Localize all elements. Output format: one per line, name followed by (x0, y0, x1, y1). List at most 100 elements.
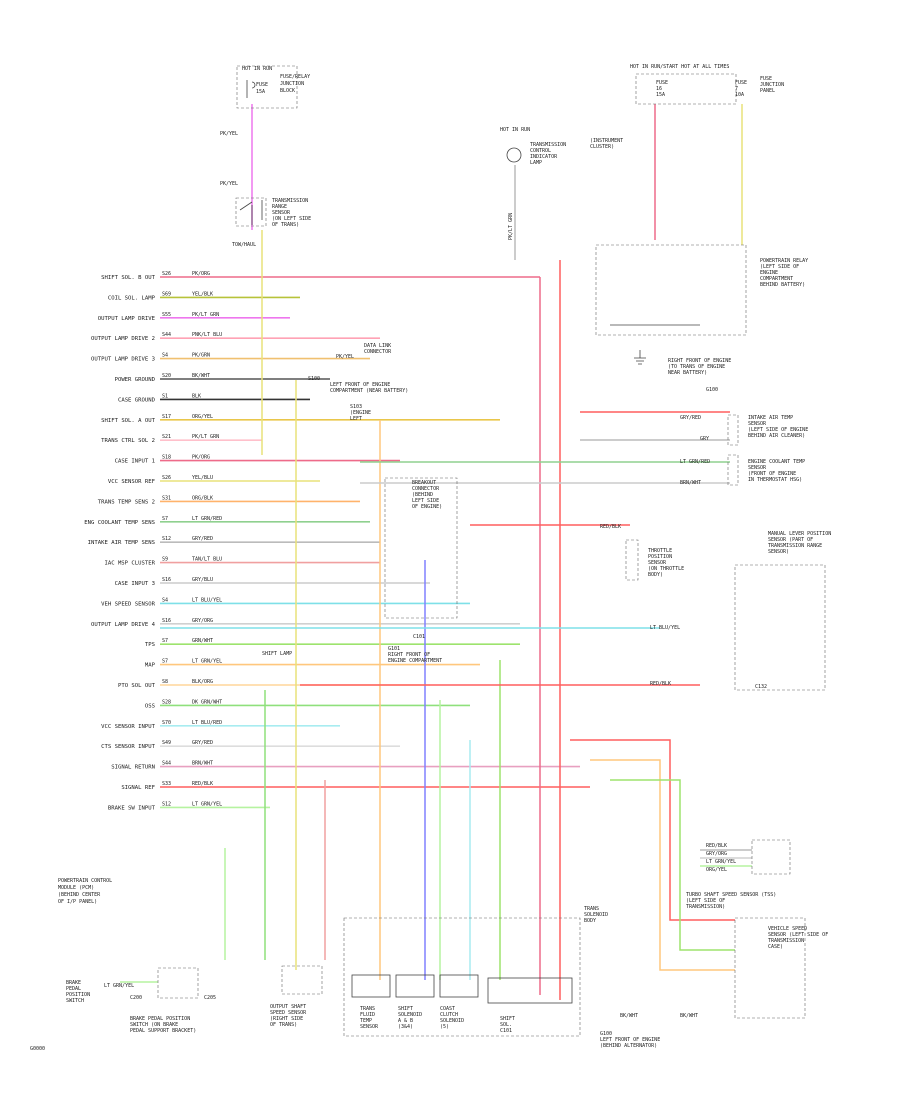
brake-code-2: C205 (204, 995, 216, 1001)
box1-2: FLUID (360, 1012, 375, 1018)
fuse-block-label-1: FUSE/RELAY (280, 74, 310, 80)
powertrain-relay-box (595, 244, 747, 336)
pcm-pin-number: S55 (162, 312, 171, 318)
tps-connector (625, 539, 639, 581)
ground-label-3: NEAR BATTERY) (668, 370, 707, 376)
fuse-a-name: FUSE (656, 80, 668, 86)
iat-1: INTAKE AIR TEMP (748, 415, 793, 421)
box1-4: SENSOR (360, 1024, 379, 1030)
pcm-pin-label: CASE INPUT 1 (115, 459, 155, 465)
range-sensor-label-1: TRANSMISSION (272, 198, 308, 204)
wire-lt-grn-red: LT GRN/RED (680, 459, 710, 465)
data-link-1: DATA LINK (364, 343, 391, 349)
wire-segment (610, 779, 735, 951)
relay-label-3: ENGINE (760, 270, 778, 276)
pcm-pin-label: SHIFT SOL. A OUT (101, 418, 156, 424)
pcm-pin-wire-color: DK GRN/WHT (192, 699, 222, 705)
pcm-pin-label: OUTPUT LAMP DRIVE 4 (91, 622, 156, 628)
wire-layer (120, 104, 752, 1000)
tps-wire: RED/BLK (600, 524, 621, 530)
fuse-panel-label-2: JUNCTION (760, 82, 784, 88)
wire-segment (570, 739, 735, 921)
pcm-pin-wire-color: LT GRN/YEL (192, 659, 222, 665)
tow-haul-label: TOW/HAUL (232, 242, 256, 248)
indicator-hot-label: HOT IN RUN (500, 127, 530, 133)
pcm-pin-wire-color: GRY/RED (192, 740, 213, 746)
s103-2: (ENGINE (350, 410, 371, 416)
shift-pressure-box (487, 977, 573, 1004)
g100-2: LEFT FRONT OF ENGINE (600, 1037, 660, 1043)
box4-3: C101 (500, 1028, 512, 1034)
ground-label-2: (TO TRANS OF ENGINE (668, 364, 725, 370)
tps-2: POSITION (648, 554, 672, 560)
fuse-a-rating: 15A (656, 92, 665, 98)
iat-3: (LEFT SIDE OF ENGINE (748, 427, 808, 433)
wire-lt-blu-yel: LT BLU/YEL (650, 625, 680, 631)
indicator-sub-1: (INSTRUMENT (590, 138, 623, 144)
tss-wire-2: GRY/ORG (706, 851, 727, 857)
pcm-pin-label: VCC SENSOR REF (108, 479, 156, 485)
brake-label-3: POSITION (66, 992, 90, 998)
c101-label: C101 (413, 634, 425, 640)
oss-box (281, 965, 323, 995)
pcm-pin-label: TRANS CTRL SOL 2 (101, 438, 155, 444)
pcm-pin-label: VCC SENSOR INPUT (101, 724, 156, 730)
pcm-pin-number: S4 (162, 597, 168, 603)
pcm-pin-number: S18 (162, 455, 171, 461)
pcm-pin-wire-color: BLK/ORG (192, 679, 213, 685)
pcm-pin-label: CTS SENSOR INPUT (101, 744, 156, 750)
pcm-pin-label: CASE GROUND (118, 397, 156, 403)
pcm-pin-number: S7 (162, 659, 168, 665)
pcm-pin-label: BRAKE SW INPUT (108, 805, 156, 811)
relay-label-4: COMPARTMENT (760, 276, 793, 282)
pcm-title-line-3: (BEHIND CENTER (58, 892, 101, 898)
g100-3: (BEHIND ALTERNATOR) (600, 1043, 657, 1049)
pcm-pin-number: S44 (162, 761, 171, 767)
trans-conn-2: SOLENOID (584, 912, 608, 918)
indicator-lamp-group: HOT IN RUN TRANSMISSION CONTROL INDICATO… (500, 127, 623, 240)
oss-1: OUTPUT SHAFT (270, 1004, 306, 1010)
brake-switch-box (157, 967, 199, 999)
indicator-lamp-icon (506, 147, 522, 163)
pcm-pin-wire-color: BRN/WHT (192, 761, 213, 767)
fuse-block-label-2: JUNCTION (280, 81, 304, 87)
fuse-b-name: FUSE (735, 80, 747, 86)
wire-gry: GRY (700, 436, 709, 442)
eec-4: LEFT SIDE (412, 498, 439, 504)
mlps-outline (734, 564, 826, 691)
pcm-pin-label: INTAKE AIR TEMP SENS (88, 540, 155, 546)
pcm-pin-number: S70 (162, 720, 171, 726)
fuse-icon (246, 80, 256, 98)
pcm-pin-label: POWER GROUND (115, 377, 156, 383)
pcm-pin-label: SHIFT SOL. B OUT (101, 275, 156, 281)
trans-conn-3: BODY (584, 918, 596, 924)
pcm-pin-wire-color: YEL/BLU (192, 475, 213, 481)
pcm-pin-wire-color: PK/LT GRN (192, 312, 219, 318)
tps-5: BODY) (648, 572, 663, 578)
eec-2: CONNECTOR (412, 486, 440, 492)
fuse-a-num: 16 (656, 86, 662, 92)
pcm-pin-wire-color: LT BLU/RED (192, 720, 222, 726)
indicator-sub-2: CLUSTER) (590, 144, 614, 150)
mlps-4: SENSOR) (768, 549, 789, 555)
oss-3: (RIGHT SIDE (270, 1016, 303, 1022)
pcm-pin-number: S28 (162, 699, 171, 705)
s100-label: S100 (308, 376, 320, 382)
indicator-label-2: CONTROL (530, 148, 551, 154)
center-components: DATA LINK CONNECTOR LEFT FRONT OF ENGINE… (262, 343, 458, 664)
range-sensor-label-2: RANGE (272, 204, 287, 210)
s103-1: S103 (350, 404, 362, 410)
tss-label-r4: CASE) (768, 944, 783, 950)
tss-wire-4: ORG/YEL (706, 867, 727, 873)
box2-2: SOLENOID (398, 1012, 422, 1018)
ground-icon (634, 350, 646, 365)
trans-fluid-temp-box (351, 974, 391, 998)
tss-wire-3: LT GRN/YEL (706, 859, 736, 865)
power-title: HOT IN RUN/START HOT AT ALL TIMES (630, 64, 729, 70)
pcm-title-line-1: POWERTRAIN CONTROL (58, 878, 112, 884)
brake-label-4: SWITCH (66, 998, 84, 1004)
wire-segment (590, 759, 735, 971)
pcm-pin-number: S17 (162, 414, 171, 420)
eec-3: (BEHIND (412, 492, 433, 498)
pcm-title-line-4: OF I/P PANEL) (58, 899, 97, 905)
